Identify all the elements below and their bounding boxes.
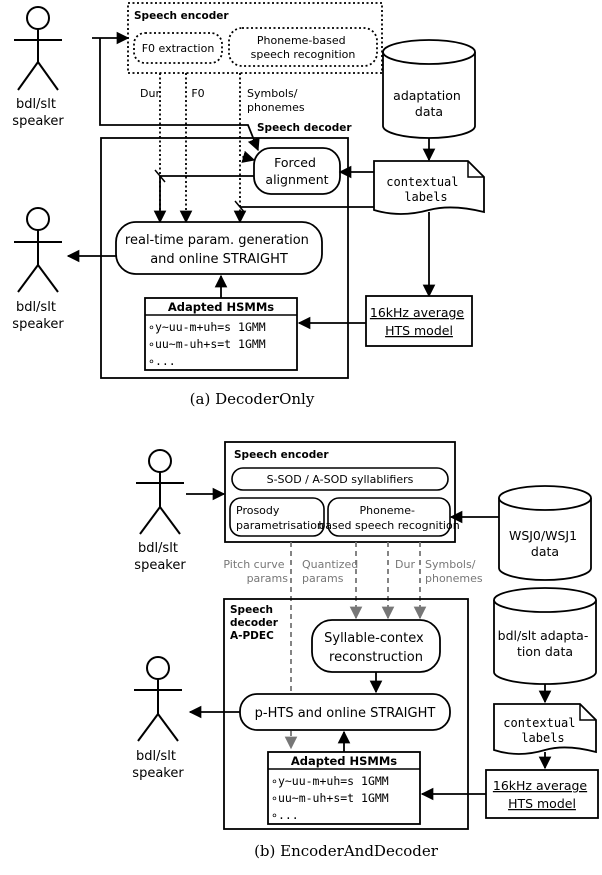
generation-label: real-time param. generation and online S… [125,233,313,267]
f0-extraction-box [133,32,223,64]
speech-encoder-title-b: Speech encoder [234,449,329,461]
speaker-left-label: bdl/slt speaker [12,300,64,332]
speech-decoder-title-b: Speech decoder A-PDEC [230,604,282,642]
caption-a: (a) DecoderOnly [190,390,315,408]
syllable-context-label: Syllable-contex reconstruction [324,631,428,665]
speech-encoder-title: Speech encoder [134,10,229,22]
caption-b: (b) EncoderAndDecoder [254,842,439,860]
symbols-line [239,73,256,163]
contextual-labels-doc-b [493,703,597,755]
hsmm-box [144,297,298,371]
adaptation-data-label: adaptation data [393,88,465,119]
adaptation-data-cylinder [382,39,476,139]
hts-model-label-b: 16kHz average HTS model [493,778,591,811]
phts-label: p-HTS and online STRAIGHT [255,706,436,721]
speaker-out-figure [134,656,182,742]
symbols-label: Symbols/ phonemes [247,87,305,114]
contextual-labels-text: contextual labels [386,175,465,204]
wsj-data-label: WSJ0/WSJ1 data [509,528,581,559]
hsmm-row-3: ∘... [148,354,176,368]
pitch-label: Pitch curve params [223,558,288,585]
speech-decoder-box [100,137,349,379]
hts-model-label: 16kHz average HTS model [370,305,468,338]
hsmm-row-1: ∘y~uu-m+uh=s 1GMM [148,320,266,334]
hts-model-box-b [485,769,599,819]
syllablifiers-box [231,467,449,491]
diagram-b: bdl/slt speaker Speech encoder S-SOD / A… [132,441,599,860]
speaker-left-figure [14,207,62,293]
syllablifiers-label: S-SOD / A-SOD syllablifiers [267,473,414,486]
phoneme-recognition-box [228,27,378,67]
prosody-box [229,497,325,537]
hsmm-row-1-b: ∘y~uu-m+uh=s 1GMM [271,774,389,788]
hsmm-title: Adapted HSMMs [168,300,274,314]
speaker-top-figure [14,6,62,91]
forced-alignment-label: Forced alignment [265,155,328,187]
wsj-data-cylinder [498,485,592,581]
dur-label: Dur [140,87,160,100]
speaker-in-figure [136,449,184,535]
symbols-label-b: Symbols/ phonemes [425,558,483,585]
phoneme-recognition-label: Phoneme-based speech recognition [251,34,356,61]
hsmm-row-2-b: ∘uu~m-uh+s=t 1GMM [271,791,389,805]
speech-decoder-box-b [223,598,469,830]
speaker-top-label: bdl/slt speaker [12,97,64,129]
speaker-in-label: bdl/slt speaker [134,541,186,573]
diagram-a: bdl/slt speaker Speech encoder F0 extrac… [12,2,485,408]
speech-decoder-title: Speech decoder [257,122,352,134]
hsmm-title-b: Adapted HSMMs [291,754,397,768]
speaker-out-label: bdl/slt speaker [132,749,184,781]
prosody-label: Prosody parametrisation [236,504,324,532]
adaptation-data-label-b: bdl/slt adapta- tion data [498,628,593,659]
generation-box [115,221,323,275]
hsmm-row-2: ∘uu~m-uh+s=t 1GMM [148,337,266,351]
f0-extraction-label: F0 extraction [142,42,215,55]
f0-label: F0 [191,87,204,100]
contextual-labels-text-b: contextual labels [503,716,582,745]
dur-label-b: Dur [395,558,415,571]
hsmm-row-3-b: ∘... [271,808,299,822]
hts-model-box [365,295,473,347]
contextual-labels-doc [373,160,485,215]
adaptation-data-cylinder-b [493,587,597,685]
quantized-label: Quantized params [302,558,362,585]
phoneme-recognition-label-b: Phoneme- based speech recognition [318,504,459,532]
